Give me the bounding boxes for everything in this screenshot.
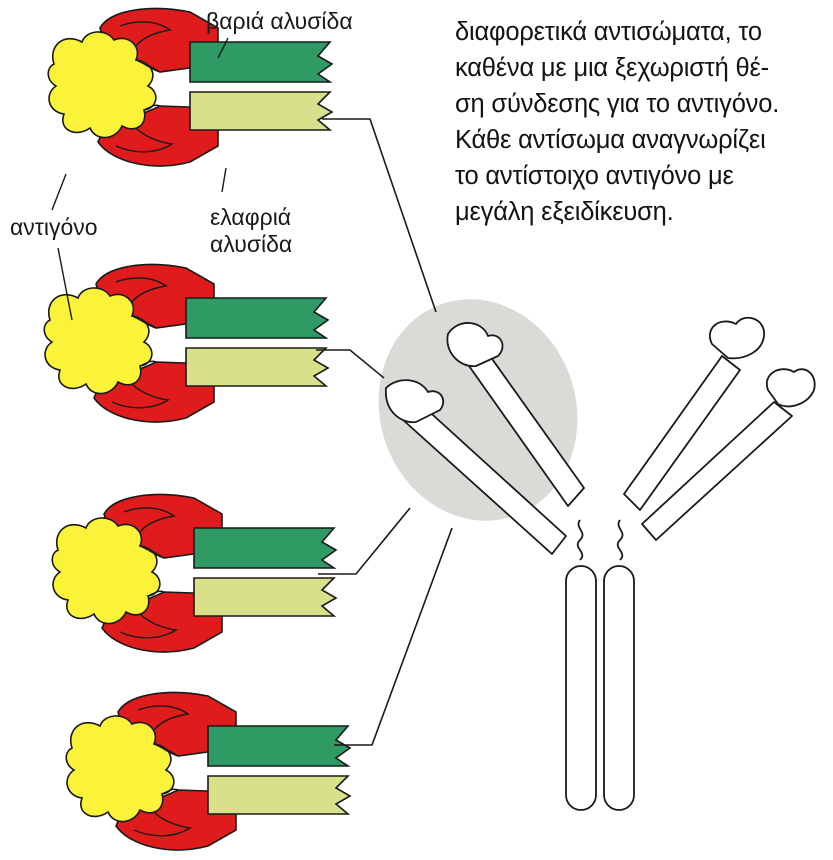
light-chain-leader [222, 168, 226, 192]
antibody-stem-right [604, 566, 634, 810]
caption-line: μεγάλη εξειδίκευση. [455, 194, 827, 230]
light-chain-label-line1: ελαφριά [210, 204, 291, 230]
antigen-label: αντιγόνο [10, 214, 98, 240]
caption-line: ση σύνδεσης για το αντιγόνο. [455, 86, 827, 122]
heavy-chain-label: βαριά αλυσίδα [206, 8, 353, 34]
binding-site-module-4 [66, 693, 350, 850]
binding-site-module-3 [52, 495, 336, 652]
antibody-stem-left [566, 566, 596, 810]
caption-text: διαφορετικά αντισώματα, το καθένα με μια… [455, 14, 827, 230]
connector-line-2 [316, 350, 384, 378]
caption-line: καθένα με μια ξεχωριστή θέ- [455, 50, 827, 86]
caption-line: διαφορετικά αντισώματα, το [455, 14, 827, 50]
connector-line-3 [318, 508, 410, 574]
binding-site-module-2 [44, 265, 328, 422]
connector-line-4 [334, 528, 452, 745]
antigen-leader-1 [52, 174, 66, 210]
connector-line-1 [322, 119, 436, 312]
caption-line: Κάθε αντίσωμα αναγνωρίζει [455, 122, 827, 158]
light-chain-label-line2: αλυσίδα [210, 231, 292, 257]
caption-line: το αντίστοιχο αντιγόνο με [455, 158, 827, 194]
